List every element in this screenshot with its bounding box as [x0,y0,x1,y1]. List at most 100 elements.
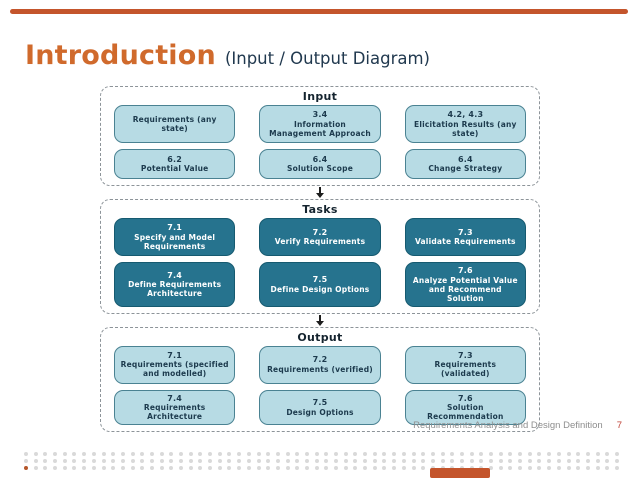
box-label: Information Management Approach [269,119,371,138]
dot [605,452,610,456]
dot [304,452,309,456]
dot [372,466,377,470]
dot [198,452,203,456]
dot [256,452,261,456]
slide-subtitle: (Input / Output Diagram) [224,49,430,68]
dot [421,466,426,470]
dot [392,466,397,470]
dot [334,452,338,456]
dot-row [24,448,625,463]
dot [547,459,552,463]
dot [614,466,619,470]
dot [275,459,280,463]
dot [343,459,348,463]
dot [53,459,58,463]
dot [149,452,154,456]
box-code: 7.2 [312,355,328,365]
dot [237,459,242,463]
dot [24,466,28,470]
dot [304,459,309,463]
dot [33,466,38,470]
box-code: 7.1 [167,223,183,233]
dot [479,459,484,463]
dot [556,459,561,463]
dot [169,466,174,470]
box-label: Requirements Architecture [143,403,206,422]
dot [566,452,571,456]
dot [324,459,329,463]
dot [508,459,513,463]
dot [363,452,368,456]
dot [159,459,164,463]
dot [363,459,368,463]
dot [62,466,67,470]
dot [498,466,503,470]
dot [266,459,271,463]
dot [208,452,213,456]
box-label: Validate Requirements [414,237,516,247]
dot [421,459,426,463]
dot [353,459,358,463]
dot [295,459,300,463]
box-label: Requirements (specified and modelled) [120,360,229,379]
dot [101,459,106,463]
dot [217,452,222,456]
down-arrow-icon [100,186,540,199]
dot [527,466,532,470]
box-code: 7.1 [167,350,183,360]
dot [518,459,523,463]
dot [295,452,300,456]
box-label: Verify Requirements [274,237,366,247]
bottom-accent-bar [430,468,490,478]
dot [82,452,87,456]
dot [382,466,387,470]
box-code: 4.2, 4.3 [447,110,484,120]
box-code: 7.4 [167,270,183,280]
dot [498,452,503,456]
dot [140,466,145,470]
dot [518,466,523,470]
dot [256,466,261,470]
dot [459,459,464,463]
dot [227,466,232,470]
dot [198,459,203,463]
box-label: Elicitation Results (any state) [414,119,517,138]
dot [62,459,67,463]
dot [334,466,338,470]
dot [392,459,397,463]
dot [130,466,135,470]
dot [459,452,464,456]
dot [576,459,581,463]
dot [140,452,145,456]
dot [566,466,571,470]
dot [314,452,319,456]
dot [527,452,532,456]
dot [33,459,38,463]
dot [576,466,581,470]
dot [489,459,493,463]
dot [450,452,455,456]
dot [24,452,28,456]
section-label-input: Input [302,90,338,103]
dot [343,452,348,456]
section-label-output: Output [297,330,343,344]
dot [188,459,193,463]
arrow-head [316,193,324,198]
dot [111,459,116,463]
page-number: 7 [616,420,622,431]
dot [585,466,590,470]
